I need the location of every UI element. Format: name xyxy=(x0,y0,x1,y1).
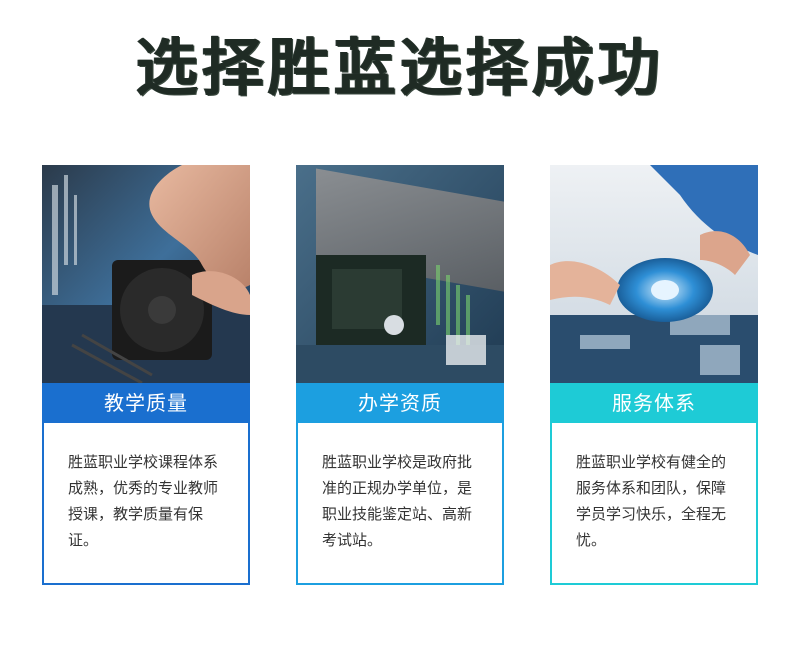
card-title: 办学资质 xyxy=(296,383,504,423)
card-title: 教学质量 xyxy=(42,383,250,423)
cpu-cooler-motherboard-photo xyxy=(550,165,758,383)
cpu-fan-installation-photo xyxy=(42,165,250,383)
page-title: 选择胜蓝选择成功 xyxy=(135,31,664,104)
card-description: 胜蓝职业学校有健全的服务体系和团队，保障学员学习快乐，全程无忧。 xyxy=(550,423,758,585)
circuit-board-photo xyxy=(296,165,504,383)
card-description: 胜蓝职业学校是政府批准的正规办学单位，是职业技能鉴定站、高新考试站。 xyxy=(296,423,504,585)
feature-card-school-qualification: 办学资质 胜蓝职业学校是政府批准的正规办学单位，是职业技能鉴定站、高新考试站。 xyxy=(296,165,504,585)
card-description: 胜蓝职业学校课程体系成熟，优秀的专业教师授课，教学质量有保证。 xyxy=(42,423,250,585)
feature-card-teaching-quality: 教学质量 胜蓝职业学校课程体系成熟，优秀的专业教师授课，教学质量有保证。 xyxy=(42,165,250,585)
card-title: 服务体系 xyxy=(550,383,758,423)
feature-card-service-system: 服务体系 胜蓝职业学校有健全的服务体系和团队，保障学员学习快乐，全程无忧。 xyxy=(550,165,758,585)
